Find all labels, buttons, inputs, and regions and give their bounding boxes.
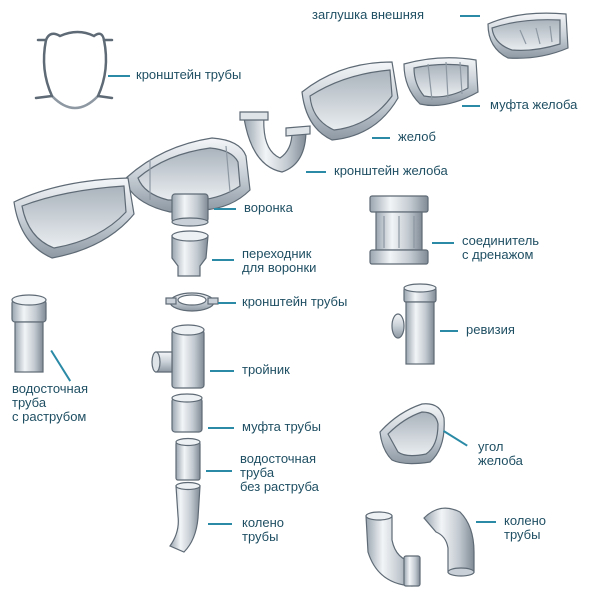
drain-connector-part	[369, 195, 429, 265]
gutter-long-part	[13, 177, 135, 259]
leader-funnel	[214, 208, 236, 210]
gutter-small-part	[301, 61, 399, 141]
leader-downpipe-plain	[206, 470, 232, 472]
label-end-cap: заглушка внешняя	[312, 7, 424, 22]
elbow-large-part	[365, 507, 475, 587]
leader-pipe-bracket-mid	[218, 302, 236, 304]
leader-pipe-coupling	[208, 427, 234, 429]
downpipe-plain-part	[175, 437, 201, 481]
pipe-bracket-mid-part	[165, 292, 219, 312]
end-cap-part	[487, 12, 569, 59]
leader-drain-connector	[432, 242, 454, 244]
label-pipe-bracket-top: кронштейн трубы	[136, 67, 242, 82]
label-gutter: желоб	[398, 129, 436, 144]
label-pipe-coupling: муфта трубы	[242, 419, 321, 434]
leader-gutter-coupling	[462, 105, 480, 107]
label-inspection: ревизия	[466, 322, 515, 337]
leader-inspection	[440, 330, 458, 332]
leader-tee	[210, 370, 234, 372]
funnel-part	[123, 137, 251, 227]
pipe-bracket-top-part	[34, 30, 114, 110]
label-gutter-coupling: муфта желоба	[490, 97, 578, 112]
gutter-coupling-part	[403, 57, 479, 107]
label-tee: тройник	[242, 362, 290, 377]
leader-elbow-small	[208, 523, 232, 525]
downpipe-socket-part	[11, 294, 47, 373]
leader-gutter-bracket	[306, 171, 326, 173]
gutter-bracket-part	[239, 111, 311, 173]
tee-part	[151, 324, 205, 389]
label-gutter-bracket: кронштейн желоба	[334, 163, 448, 178]
label-funnel: воронка	[244, 200, 293, 215]
leader-end-cap	[460, 15, 480, 17]
leader-pipe-bracket-top	[108, 75, 130, 77]
elbow-small-part	[169, 481, 201, 553]
leader-gutter	[372, 137, 390, 139]
pipe-coupling-part	[171, 393, 203, 433]
inspection-part	[391, 283, 437, 365]
gutter-corner-part	[379, 403, 445, 465]
funnel-adapter-part	[171, 230, 209, 277]
leader-elbow-large	[476, 521, 496, 523]
leader-funnel-adapter	[212, 259, 234, 261]
label-pipe-bracket-mid: кронштейн трубы	[242, 294, 348, 309]
